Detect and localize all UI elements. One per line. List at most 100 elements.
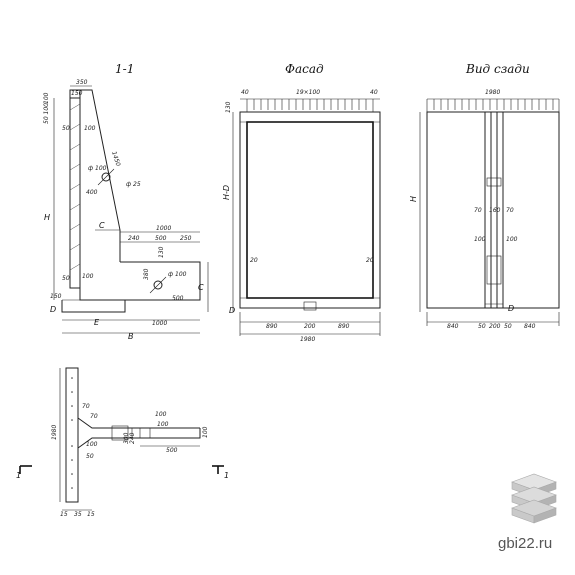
facade-dim-total: 1980 (300, 336, 315, 343)
label-C-upper: C (99, 221, 105, 230)
facade-label-HD: H-D (222, 185, 231, 200)
label-C-right: C (198, 283, 204, 292)
rear-dim-160: 160 (489, 207, 501, 214)
dim-250: 250 (180, 235, 192, 242)
section-wall-hatch (69, 103, 81, 271)
rear-dim-100-left: 100 (474, 236, 486, 243)
facade-center-slot (303, 301, 317, 311)
dim-1000-bottom: 1000 (152, 320, 167, 327)
dim-500-low: 500 (172, 295, 184, 302)
facade-label-D: D (229, 306, 235, 315)
cut-label-right: 1 (224, 471, 229, 480)
plan-rib-bottom (77, 428, 201, 449)
dim-50-low: 50 (62, 275, 70, 282)
rear-dim-840-left: 840 (447, 323, 459, 330)
facade-title: Фасад (285, 62, 324, 76)
plan-dim-100d: 100 (202, 426, 209, 438)
dim-240: 240 (128, 235, 140, 242)
plan-dim-35: 35 (74, 511, 82, 518)
rear-dim-100-right: 100 (506, 236, 518, 243)
dim-400: 400 (86, 189, 98, 196)
watermark-logo-icon (511, 473, 557, 524)
plan-dim-height: 1980 (51, 425, 58, 440)
watermark-site: gbi22.ru (498, 535, 553, 552)
facade-dim-pitch: 19×100 (296, 89, 320, 96)
facade-dim-20-left: 20 (250, 257, 258, 264)
section-1-1: 1-1 (43, 62, 209, 341)
rear-dim-70-left: 70 (474, 207, 482, 214)
plan-view: 1980 70 70 100 50 300 240 100 500 100 10… (16, 367, 229, 518)
rear-label-H: H (409, 196, 418, 202)
facade-inner-panel (246, 121, 374, 299)
dim-380: 380 (143, 268, 150, 280)
plan-wall (65, 367, 79, 503)
label-E: E (94, 318, 100, 327)
dim-130: 130 (158, 246, 165, 258)
rear-dim-70-right: 70 (506, 207, 514, 214)
section-foot (61, 300, 126, 313)
rear-opening-lower (486, 255, 502, 285)
rear-dim-840-right: 840 (524, 323, 536, 330)
plan-dim-240: 240 (129, 432, 136, 444)
cut-label-left: 1 (16, 471, 21, 480)
rear-dim-total: 1980 (485, 89, 500, 96)
dim-100: 100 (84, 125, 96, 132)
dim-phi25: ф 25 (126, 181, 141, 188)
facade-view: Фасад (222, 62, 381, 343)
rear-top-ticks (426, 99, 560, 112)
plan-dim-70: 70 (82, 403, 90, 410)
plan-dim-50: 50 (86, 453, 94, 460)
dim-50: 50 (62, 125, 70, 132)
facade-dim-40-right: 40 (370, 89, 378, 96)
plan-dim-70b: 70 (90, 413, 98, 420)
section-cap (69, 89, 81, 98)
dim-50-100: 50 100 (43, 103, 50, 124)
facade-dim-20-right: 20 (366, 257, 374, 264)
dim-1450: 1450 (110, 150, 121, 167)
rear-title: Вид сзади (465, 62, 530, 76)
rear-hole-upper (486, 177, 502, 187)
plan-rib-top (77, 417, 200, 429)
section-hole-upper (101, 172, 111, 182)
label-B: B (128, 332, 134, 341)
rear-dim-50-left: 50 (478, 323, 486, 330)
dim-phi100-low: ф 100 (168, 271, 187, 278)
dim-100-low: 100 (82, 273, 94, 280)
dim-150: 150 (71, 90, 83, 97)
section-rib (80, 89, 121, 262)
facade-dim-890-left: 890 (266, 323, 278, 330)
section-base (79, 261, 201, 301)
plan-dim-500: 500 (166, 447, 178, 454)
facade-dim-40-left: 40 (241, 89, 249, 96)
facade-outline (239, 111, 381, 309)
plan-rib-pocket (111, 425, 129, 441)
facade-dim-200: 200 (304, 323, 316, 330)
plan-dim-15b: 15 (87, 511, 95, 518)
rear-view: Вид сзади (409, 62, 560, 330)
plan-dim-15: 15 (60, 511, 68, 518)
plan-dim-300: 300 (123, 432, 130, 444)
dim-150-low: 150 (50, 293, 62, 300)
facade-top-ticks (246, 99, 374, 112)
section-title: 1-1 (115, 62, 134, 76)
label-H: H (44, 213, 50, 222)
rear-outline (426, 111, 560, 309)
facade-dim-890-right: 890 (338, 323, 350, 330)
plan-dim-100b: 100 (155, 411, 167, 418)
dim-phi100-top: ф 100 (88, 165, 107, 172)
rear-dim-50-right: 50 (504, 323, 512, 330)
label-D: D (50, 305, 56, 314)
dim-1000-top: 1000 (156, 225, 171, 232)
plan-wall-dots (71, 377, 73, 489)
dim-top-width: 350 (76, 79, 88, 86)
section-wall (69, 97, 81, 289)
facade-dim-130: 130 (225, 101, 232, 113)
plan-dim-100: 100 (86, 441, 98, 448)
dim-500: 500 (155, 235, 167, 242)
section-hole-lower (153, 280, 163, 290)
rear-label-D: D (508, 304, 514, 313)
dim-h100: 100 (43, 92, 50, 104)
rear-dim-200: 200 (489, 323, 501, 330)
plan-dim-100c: 100 (157, 421, 169, 428)
